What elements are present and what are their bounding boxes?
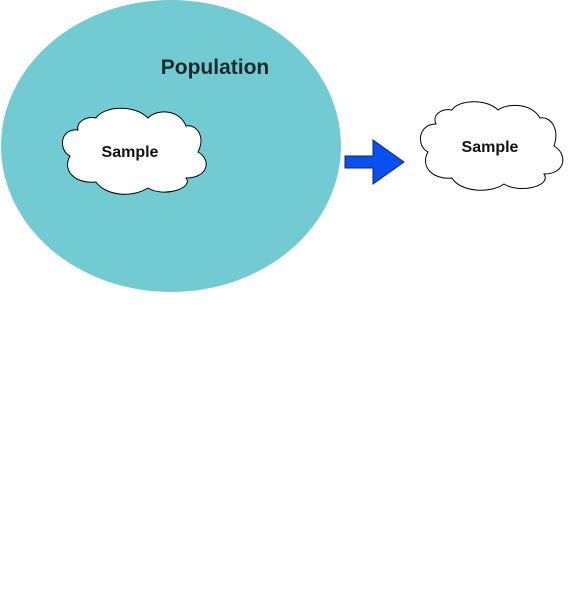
outer-sample-label: Sample [462,139,519,156]
inner-sample-label: Sample [102,144,159,161]
outer-sample-cloud: Sample [420,101,564,191]
right-arrow-icon [344,139,405,185]
arrow-shape [344,139,405,185]
inner-cloud-shape [62,107,207,195]
population-label: Population [161,56,270,79]
inner-sample-cloud: Sample [62,107,207,195]
outer-cloud-shape [420,101,564,191]
